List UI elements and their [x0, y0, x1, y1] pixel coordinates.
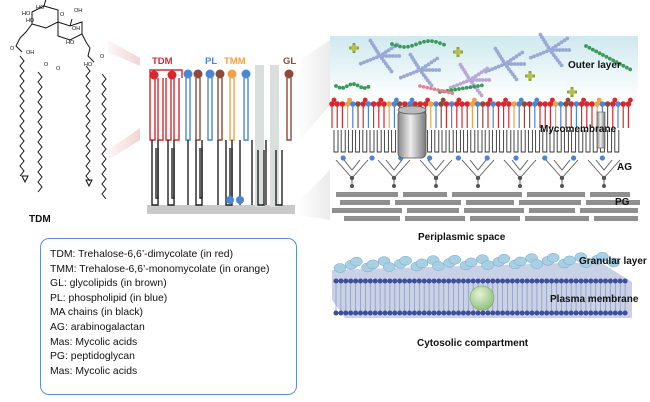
mycomembrane-label: Mycomembrane	[540, 124, 617, 135]
periplasmic-space-label: Periplasmic space	[418, 232, 506, 243]
outer-layer-region	[330, 32, 638, 100]
legend-item-pg: PG: peptidoglycan	[50, 351, 135, 363]
legend-item-pl: PL: phospholipid (in blue)	[50, 292, 168, 304]
plasma-membrane	[332, 252, 632, 318]
legend-box: TDM: Trehalose-6,6’-dimycolate (in red) …	[40, 238, 297, 395]
pl-model-label: PL	[205, 56, 217, 67]
tmm-model-label: TMM	[224, 56, 246, 67]
svg-text:HO: HO	[84, 62, 93, 68]
peptidoglycan	[332, 192, 640, 221]
svg-text:HO: HO	[26, 18, 35, 24]
zoom-beams	[108, 40, 330, 220]
svg-text:OH: OH	[74, 8, 82, 14]
legend-item-mas-2: Mas: Mycolic acids	[50, 365, 138, 377]
svg-text:HO: HO	[66, 40, 75, 46]
tdm-molecule-atoms: HO HO HO O OH OH HO O OH HO O O O	[10, 5, 105, 72]
svg-text:HO: HO	[22, 11, 31, 17]
cytosolic-compartment-label: Cytosolic compartment	[417, 338, 529, 349]
tdm-molecule	[15, 0, 107, 200]
ag-label: AG	[617, 162, 632, 173]
svg-text:O: O	[56, 66, 61, 72]
legend-item-ag: AG: arabinogalactan	[50, 321, 145, 333]
legend-item-mas: Mas: Mycolic acids	[50, 336, 138, 348]
svg-text:O: O	[44, 62, 49, 68]
tdm-molecule-label: TDM	[29, 214, 51, 225]
legend-item-gl: GL: glycolipids (in brown)	[50, 278, 167, 290]
svg-text:O: O	[10, 46, 15, 52]
svg-text:HO: HO	[36, 5, 45, 11]
svg-text:OH: OH	[26, 50, 34, 56]
tdm-model-label: TDM	[152, 56, 173, 67]
outer-layer-label: Outer layer	[568, 60, 621, 71]
plasma-membrane-label: Plasma membrane	[550, 294, 639, 305]
pg-label: PG	[615, 197, 630, 208]
svg-text:OH: OH	[72, 26, 80, 32]
mycomembrane	[329, 97, 633, 161]
svg-text:O: O	[100, 54, 105, 60]
arabinogalactan	[335, 159, 621, 188]
gl-model-label: GL	[283, 56, 296, 67]
svg-text:O: O	[60, 12, 65, 18]
legend-item-ma: MA chains (in black)	[50, 307, 143, 319]
legend-item-tdm: TDM: Trehalose-6,6’-dimycolate (in red)	[50, 249, 234, 260]
legend-item-tmm: TMM: Trehalose-6,6’-monomycolate (in ora…	[50, 263, 270, 275]
lipid-model	[147, 65, 295, 214]
granular-layer-label: Granular layer	[579, 256, 647, 267]
